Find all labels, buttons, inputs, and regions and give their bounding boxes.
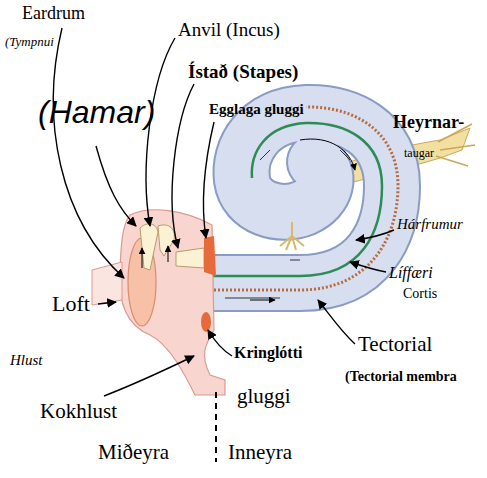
part-label: Hárfrumur	[397, 216, 463, 233]
part-label: Kokhlust	[40, 400, 117, 423]
part-label: Loft	[52, 292, 90, 316]
part-label: Ístað (Stapes)	[188, 62, 298, 83]
part-label: Kringlótti	[234, 344, 302, 362]
part-label: Anvil (Incus)	[178, 20, 280, 41]
part-label: gluggi	[237, 385, 291, 408]
part-label: Hlust	[10, 352, 43, 369]
part-label: Tectorial	[358, 333, 432, 356]
part-label: (Tectorial membra	[345, 369, 457, 384]
part-label: Egglaga gluggi	[209, 101, 304, 118]
cochlea	[205, 113, 392, 283]
part-label: Inneyra	[228, 441, 292, 464]
divider	[215, 392, 217, 462]
part-label: taugar	[404, 147, 434, 160]
part-label: Miðeyra	[98, 441, 169, 464]
part-label: Eardrum	[22, 4, 85, 24]
part-label: Cortis	[403, 286, 437, 301]
leader-lines	[53, 28, 394, 396]
part-label: Heyrnar-	[393, 113, 464, 133]
part-label: Líffæri	[389, 264, 433, 282]
middle-ear	[120, 210, 225, 395]
part-label: (Tympnui	[5, 35, 54, 49]
part-label: (Hamar)	[38, 95, 155, 130]
